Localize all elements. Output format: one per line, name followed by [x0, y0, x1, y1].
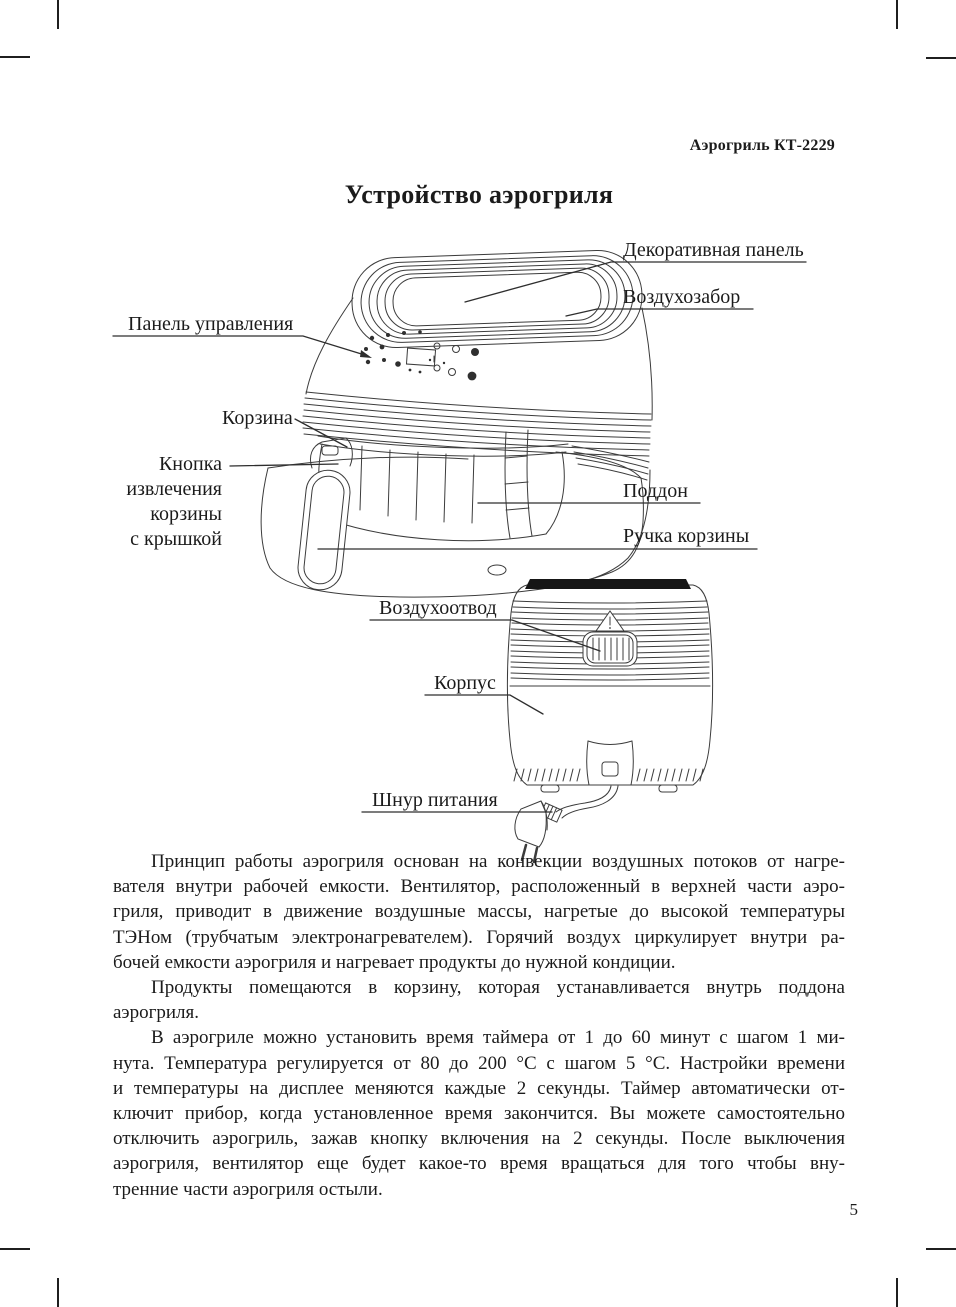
page-title: Устройство аэрогриля [344, 180, 614, 209]
label-line: с крышкой [130, 528, 222, 550]
warning-icon [595, 610, 625, 632]
airfryer-front-view [260, 250, 653, 598]
crop-mark [896, 0, 898, 29]
airfryer-rear-view [506, 579, 714, 864]
plug-body [514, 800, 547, 848]
crop-mark [57, 1278, 59, 1307]
label-line: корзины [150, 503, 222, 525]
leader-decorative-panel [464, 261, 807, 303]
leader-air-outlet [369, 619, 601, 652]
control-panel-area [364, 330, 479, 381]
leader-lines [112, 261, 807, 813]
foot-right [658, 784, 678, 793]
text-line: нута. Температура регулируется от 80 до … [113, 1052, 845, 1074]
crop-mark [57, 0, 59, 29]
text-line: аэрогриля, вентилятор еще будет какое-то… [113, 1153, 845, 1175]
text-line: отключить аэрогриль, зажав кнопку включе… [113, 1128, 845, 1150]
leader-release-button [229, 463, 339, 467]
text-line: ключит прибор, когда установленное время… [113, 1103, 845, 1125]
leader-housing [424, 694, 544, 715]
leader-air-intake [565, 308, 754, 317]
label-housing: Корпус [434, 672, 496, 694]
text-line: аэрогриля. [113, 1002, 200, 1024]
text-line: ТЭНом (трубчатым электронагревателем). Г… [113, 926, 845, 948]
label-air-outlet: Воздухоотвод [379, 597, 497, 619]
crop-mark [926, 1248, 956, 1250]
doc-header: Аэрогриль КТ-2229 [689, 137, 835, 154]
crop-mark [0, 1248, 30, 1250]
label-line: извлечения [126, 478, 222, 500]
crop-mark [926, 57, 956, 59]
display-rect [405, 347, 437, 367]
text-line: В аэрогриле можно установить время тайме… [151, 1027, 845, 1049]
page-number: 5 [849, 1200, 859, 1219]
text-line: тренние части аэрогриля остыли. [113, 1178, 383, 1200]
foot-left [540, 784, 560, 793]
release-button-shape [321, 445, 339, 456]
label-air-intake: Воздухозабор [623, 286, 741, 308]
text-line: и температуры на дисплее меняются каждые… [113, 1077, 845, 1099]
label-line: Кнопка [158, 453, 222, 475]
crop-mark [896, 1278, 898, 1307]
ribbed-band [302, 391, 652, 481]
decorative-panel-ring [351, 250, 643, 349]
leader-control-panel [112, 335, 369, 357]
label-basket-handle: Ручка корзины [623, 525, 750, 547]
label-control-panel: Панель управления [128, 313, 294, 335]
crop-mark [0, 56, 30, 58]
body-text: Принцип работы аэрогриля основан на конв… [113, 849, 845, 1202]
label-decorative-panel: Декоративная панель [623, 239, 804, 261]
text-line: вателя внутри рабочей емкости. Вентилято… [113, 876, 845, 898]
basket-handle-shape [297, 437, 353, 591]
text-line: Принцип работы аэрогриля основан на конв… [151, 851, 845, 872]
label-basket: Корзина [222, 407, 293, 429]
leader-arrowhead [360, 350, 372, 358]
cord-compartment [586, 740, 634, 786]
top-dark-band [525, 579, 691, 589]
label-power-cord: Шнур питания [372, 789, 498, 811]
leader-basket [294, 418, 348, 448]
air-outlet-grille [582, 631, 638, 667]
text-line: Продукты помещаются в корзину, которая у… [151, 977, 845, 999]
label-pan: Поддон [623, 480, 688, 502]
text-line: бочей емкости аэрогриля и нагревает прод… [113, 951, 676, 973]
text-line: гриля, приводит в движение воздушные мас… [113, 901, 845, 923]
label-release-button: Кнопка извлечения корзины с крышкой [100, 452, 222, 552]
bottom-vents [513, 768, 704, 782]
